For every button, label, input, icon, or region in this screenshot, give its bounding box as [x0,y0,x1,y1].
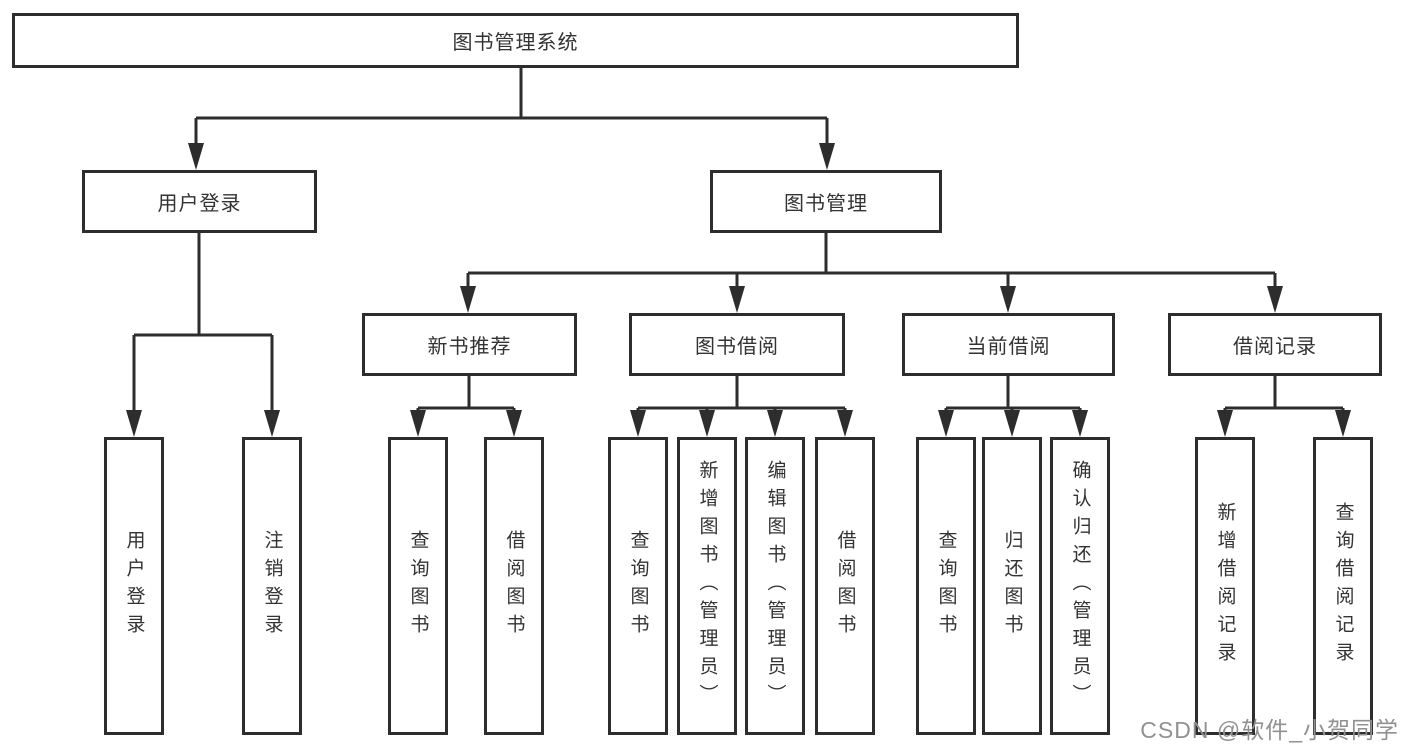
watermark: CSDN @软件_小贺同学 [1140,717,1399,743]
arrow-down-icon [1217,410,1233,437]
connector-lines [132,233,274,411]
leaf-recommend-query-books: 查询图书 [388,437,448,735]
node-new-book-recommend: 新书推荐 [362,313,577,376]
node-user-login: 用户登录 [82,170,317,233]
leaf-add-books-admin-label: 新增图书（管理员） [696,460,718,712]
connector-lines [466,233,1277,287]
arrow-down-icon [264,410,280,437]
node-book-management: 图书管理 [710,170,942,233]
arrow-down-icon [699,410,715,437]
leaf-logout: 注销登录 [242,437,302,735]
arrow-down-icon [938,410,954,437]
leaf-return-books-label: 归还图书 [1001,530,1023,642]
leaf-current-query-books-label: 查询图书 [935,530,957,642]
leaf-add-borrow-record: 新增借阅记录 [1195,437,1255,735]
connector-lines [944,376,1082,411]
leaf-edit-books-admin-label: 编辑图书（管理员） [764,460,786,712]
arrow-down-icon [126,410,142,437]
leaf-logout-label: 注销登录 [261,530,283,642]
node-book-borrow: 图书借阅 [629,313,845,376]
leaf-current-query-books: 查询图书 [916,437,976,735]
leaf-user-login-label: 用户登录 [123,530,145,642]
arrow-down-icon [410,410,426,437]
connector-lines [194,68,829,144]
arrow-down-icon [767,410,783,437]
leaf-borrow-query-books: 查询图书 [608,437,668,735]
leaf-recommend-borrow-books: 借阅图书 [484,437,544,735]
arrow-down-icon [819,143,835,170]
leaf-add-books-admin: 新增图书（管理员） [677,437,737,735]
node-borrow-records: 借阅记录 [1168,313,1382,376]
leaf-user-login: 用户登录 [104,437,164,735]
arrow-down-icon [1004,410,1020,437]
arrow-down-icon [729,286,745,313]
connector-lines [416,376,516,411]
leaf-query-borrow-record-label: 查询借阅记录 [1332,502,1354,670]
leaf-borrow-borrow-books-label: 借阅图书 [834,530,856,642]
leaf-add-borrow-record-label: 新增借阅记录 [1214,502,1236,670]
arrow-down-icon [1267,286,1283,313]
node-current-borrow: 当前借阅 [902,313,1115,376]
leaf-confirm-return-admin-label: 确认归还（管理员） [1069,460,1091,712]
arrow-down-icon [1335,410,1351,437]
connector-lines [636,376,847,411]
arrow-down-icon [1072,410,1088,437]
arrow-down-icon [188,143,204,170]
arrow-down-icon [1000,286,1016,313]
leaf-return-books: 归还图书 [982,437,1042,735]
arrow-down-icon [506,410,522,437]
leaf-borrow-query-books-label: 查询图书 [627,530,649,642]
leaf-edit-books-admin: 编辑图书（管理员） [745,437,805,735]
leaf-borrow-borrow-books: 借阅图书 [815,437,875,735]
leaf-recommend-borrow-books-label: 借阅图书 [503,530,525,642]
arrow-down-icon [630,410,646,437]
connector-lines [1223,376,1345,411]
arrow-down-icon [460,286,476,313]
leaf-query-borrow-record: 查询借阅记录 [1313,437,1373,735]
node-library-system: 图书管理系统 [12,13,1019,68]
leaf-confirm-return-admin: 确认归还（管理员） [1050,437,1110,735]
arrow-down-icon [837,410,853,437]
leaf-recommend-query-books-label: 查询图书 [407,530,429,642]
